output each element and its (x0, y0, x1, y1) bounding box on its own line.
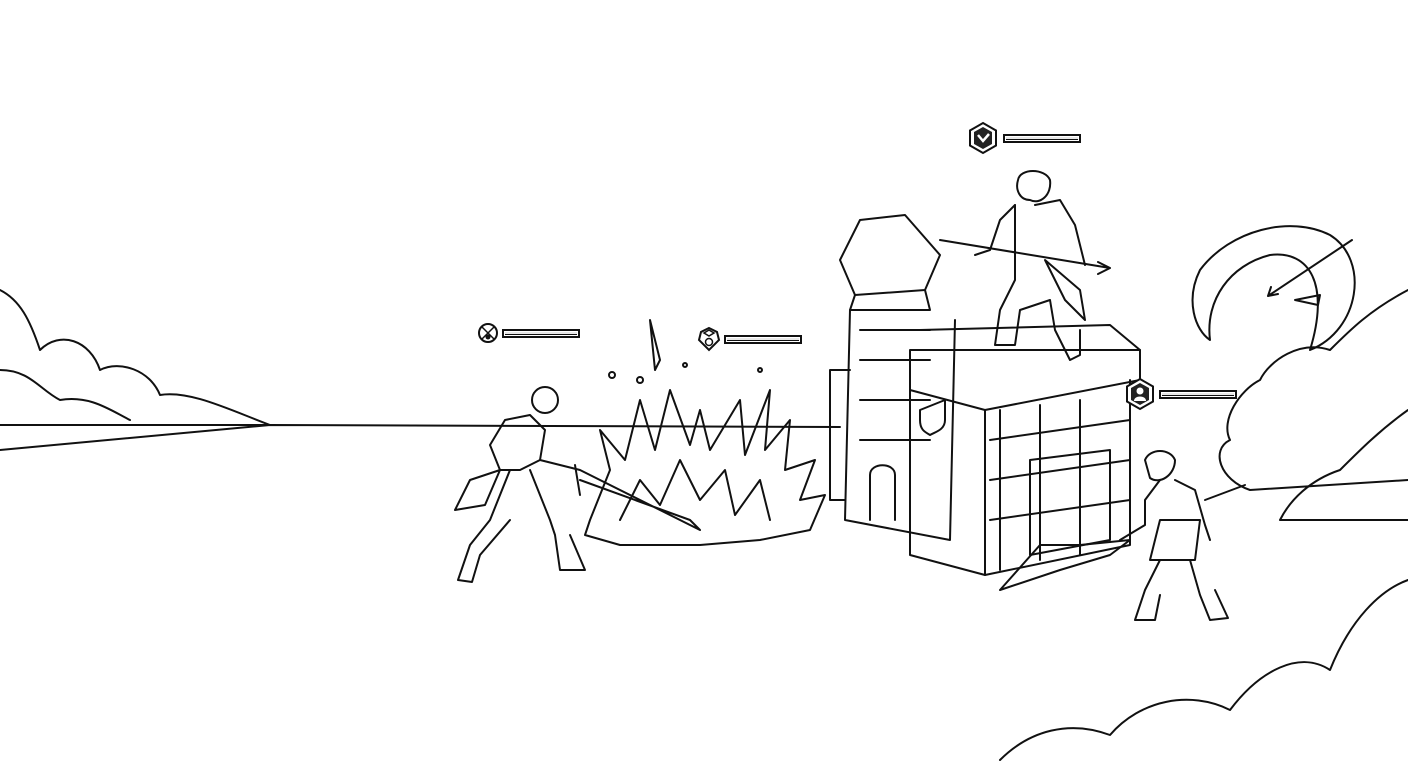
health-bar (502, 328, 580, 338)
cloud-right-lower (999, 579, 1408, 761)
hexagon-chevron-icon (969, 121, 997, 155)
explosion-effect (584, 319, 826, 546)
unit-status-explosion-target (697, 326, 802, 352)
stone-castle (829, 214, 1141, 576)
cloud-left-inner (0, 369, 131, 421)
health-fill (727, 337, 799, 341)
hexagon-person-icon (1126, 377, 1154, 411)
crescent-moon (1191, 225, 1356, 351)
health-fill (1162, 392, 1234, 396)
health-bar (724, 334, 802, 344)
health-bar (1159, 389, 1237, 399)
spearman-on-tower-figure (939, 170, 1111, 361)
swordsman-right-figure (999, 450, 1246, 621)
unit-status-swordsman-left (477, 322, 580, 344)
crossed-swords-icon (478, 323, 498, 343)
horizon-line (0, 424, 841, 451)
health-fill (1006, 136, 1078, 140)
health-fill (505, 331, 577, 335)
arrow-projectile (1267, 239, 1353, 297)
swordsman-left-figure (454, 386, 701, 583)
unit-status-spearman-on-tower (966, 121, 1081, 155)
cloud-left (0, 289, 271, 426)
health-bar (1003, 133, 1081, 143)
unit-status-swordsman-right (1124, 377, 1237, 411)
cloud-right (1218, 289, 1408, 491)
cloud-right-mid (1279, 409, 1408, 521)
shield-crest-icon (697, 326, 721, 352)
